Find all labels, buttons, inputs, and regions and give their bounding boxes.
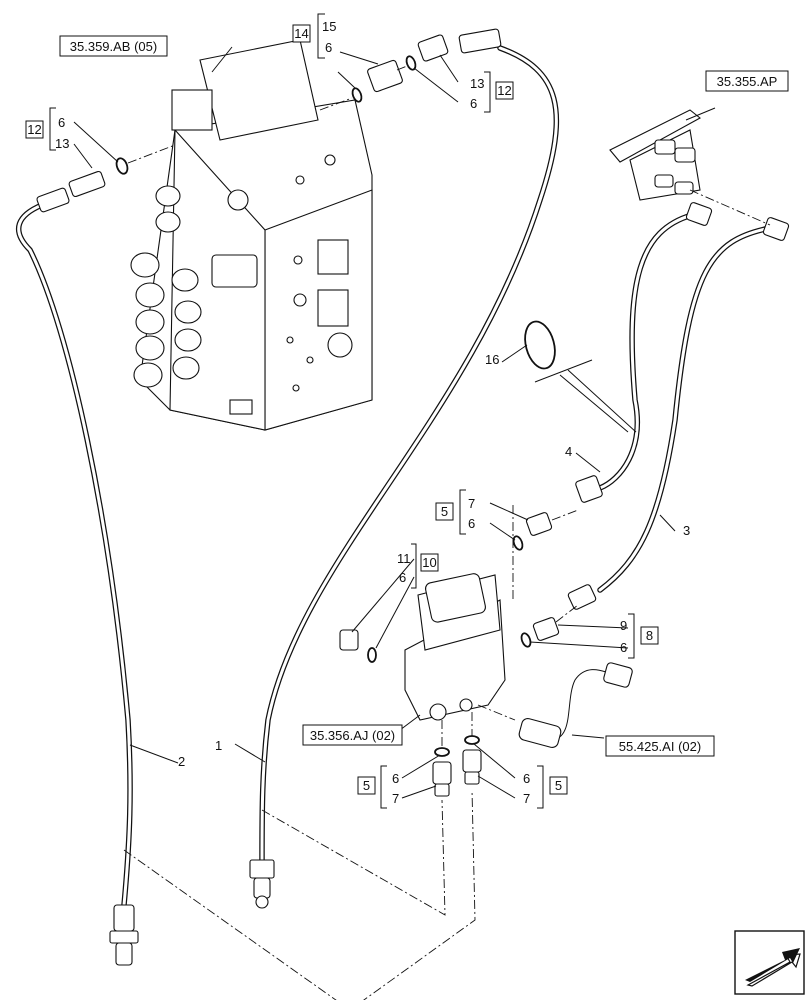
o-ring-6-kit8: [520, 632, 532, 648]
ref-pilot-valve[interactable]: 35.356.AJ (02): [302, 724, 403, 746]
hose-4: [575, 212, 695, 503]
arrow-navigation-icon[interactable]: [734, 930, 805, 995]
hose-3: [567, 225, 773, 610]
svg-text:12: 12: [27, 122, 41, 137]
svg-text:6: 6: [523, 771, 530, 786]
svg-text:5: 5: [555, 778, 562, 793]
svg-text:6: 6: [58, 115, 65, 130]
svg-text:13: 13: [55, 136, 69, 151]
kit-10[interactable]: 10: [411, 543, 439, 589]
svg-text:35.359.AB (05): 35.359.AB (05): [70, 39, 157, 54]
ref-valve-block[interactable]: 35.359.AB (05): [59, 35, 168, 57]
svg-text:6: 6: [468, 516, 475, 531]
elbow-13-top: [417, 28, 502, 62]
svg-text:7: 7: [392, 791, 399, 806]
svg-text:35.356.AJ (02): 35.356.AJ (02): [310, 728, 395, 743]
kit-5-bottom-right[interactable]: 5: [537, 765, 568, 809]
svg-text:6: 6: [620, 640, 627, 655]
adapter-15: [367, 59, 403, 93]
svg-text:10: 10: [422, 555, 436, 570]
fitting-7-bottom-left: [432, 761, 452, 797]
control-valve-block: [130, 39, 373, 431]
svg-text:8: 8: [646, 628, 653, 643]
svg-text:6: 6: [392, 771, 399, 786]
o-ring-6-top-right: [405, 55, 417, 71]
svg-text:7: 7: [468, 496, 475, 511]
svg-text:13: 13: [470, 76, 484, 91]
o-ring-6-plug: [367, 647, 377, 663]
ref-right-manifold[interactable]: 35.355.AP: [705, 70, 789, 92]
svg-text:12: 12: [497, 83, 511, 98]
svg-text:55.425.AI (02): 55.425.AI (02): [619, 739, 701, 754]
o-ring-6-mid: [512, 535, 524, 551]
svg-text:14: 14: [294, 26, 308, 41]
kit-5-bottom-left[interactable]: 5: [357, 765, 387, 809]
svg-text:15: 15: [322, 19, 336, 34]
kit-14[interactable]: 14: [292, 13, 325, 59]
ref-sensor[interactable]: 55.425.AI (02): [605, 735, 715, 757]
cable-tie-16: [524, 320, 556, 370]
o-ring-6-left: [115, 157, 129, 175]
plug-11: [339, 629, 359, 651]
fitting-13-left: [36, 170, 106, 213]
svg-text:6: 6: [470, 96, 477, 111]
fitting-7-mid: [525, 512, 553, 536]
o-ring-6-bottom-right: [464, 735, 480, 745]
svg-text:6: 6: [325, 40, 332, 55]
fitting-7-bottom-right: [462, 749, 482, 785]
o-ring-6-top: [351, 87, 363, 103]
kit-12-right[interactable]: 12: [484, 71, 514, 113]
svg-text:9: 9: [620, 618, 627, 633]
svg-text:7: 7: [523, 791, 530, 806]
svg-text:6: 6: [399, 570, 406, 585]
kit-5-mid[interactable]: 5: [435, 489, 466, 535]
svg-text:35.355.AP: 35.355.AP: [717, 74, 778, 89]
svg-text:3: 3: [683, 523, 690, 538]
svg-text:16: 16: [485, 352, 499, 367]
svg-text:5: 5: [363, 778, 370, 793]
pressure-sensor: [518, 662, 633, 749]
o-ring-6-bottom-left: [434, 747, 450, 757]
svg-text:5: 5: [441, 504, 448, 519]
callout-numbers: 15 6 13 6 6 13 16 4 3 7 6 11 6 9 6 1 2 6…: [55, 19, 690, 806]
hose-2: [16, 202, 139, 966]
fitting-9: [532, 617, 560, 641]
pilot-valve-35-356-aj: [404, 573, 506, 721]
hose-1: [249, 45, 560, 909]
manifold-35-355-ap: [609, 109, 790, 241]
svg-text:1: 1: [215, 738, 222, 753]
kit-8[interactable]: 8: [628, 613, 659, 659]
svg-text:2: 2: [178, 754, 185, 769]
svg-text:11: 11: [397, 551, 411, 566]
svg-text:4: 4: [565, 444, 572, 459]
kit-12-left[interactable]: 12: [25, 107, 56, 151]
